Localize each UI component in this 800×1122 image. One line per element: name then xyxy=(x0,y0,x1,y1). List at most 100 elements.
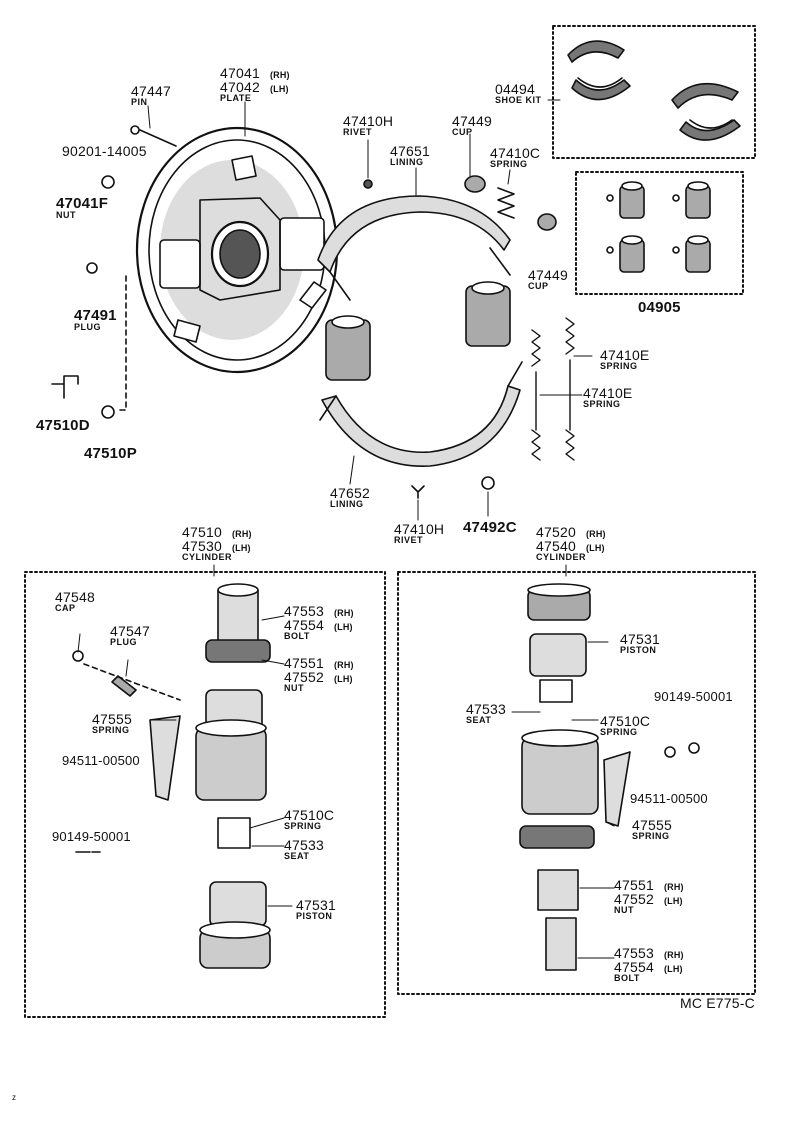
part-number: 47410E xyxy=(583,385,633,401)
right-cylinder-exploded xyxy=(519,583,700,971)
leader-lines xyxy=(77,99,615,959)
label-part-47492c: 47492C xyxy=(463,519,517,536)
label-shoe-kit: 04494 SHOE KIT xyxy=(495,82,542,105)
backing-plate-drawing xyxy=(130,125,339,374)
label-bolt-90201: 90201-14005 xyxy=(62,143,147,159)
cup-kit-box xyxy=(575,171,744,295)
part-desc: BOLT xyxy=(614,973,640,983)
part-number: 47491 xyxy=(74,307,117,324)
label-nut-47041f: 47041F NUT xyxy=(56,196,108,220)
part-number: 47531 xyxy=(620,631,660,647)
label-l-plug: 47547 PLUG xyxy=(110,624,150,647)
part-number-rh: 47553(RH) xyxy=(284,603,354,619)
label-bolt-47510d: 47510D xyxy=(36,417,90,434)
cup-kit-drawing xyxy=(606,181,711,273)
label-kit-04905: 04905 xyxy=(638,299,681,316)
label-l-bolt: 47553(RH) 47554(LH) BOLT xyxy=(284,604,354,641)
part-number: 47510C xyxy=(600,713,651,729)
corner-mark: z xyxy=(12,1093,16,1102)
part-desc: RIVET xyxy=(394,535,424,545)
part-desc: PIN xyxy=(131,97,148,107)
top-spring-parts xyxy=(51,175,557,499)
part-desc: PLUG xyxy=(110,637,138,647)
part-desc: RIVET xyxy=(343,127,373,137)
part-number: 47449 xyxy=(452,113,492,129)
label-part-47510p: 47510P xyxy=(84,445,137,462)
part-number-rh: 47510(RH) xyxy=(182,524,252,540)
label-l-washer: 94511-00500 xyxy=(62,753,140,768)
part-desc: PISTON xyxy=(620,645,657,655)
left-cylinder-exploded xyxy=(72,583,271,969)
label-l-cap: 47548 CAP xyxy=(55,590,95,613)
part-desc: SPRING xyxy=(583,399,621,409)
part-number: 47410C xyxy=(490,145,541,161)
label-lining-bottom: 47652 LINING xyxy=(330,486,370,509)
label-pin-47447: 47447 PIN xyxy=(131,84,171,107)
label-spring-47410e-1: 47410E SPRING xyxy=(600,348,649,371)
label-r-seat: 47533 SEAT xyxy=(466,702,506,725)
part-number: 47547 xyxy=(110,623,150,639)
part-number-lh: 47042(LH) xyxy=(220,79,289,95)
part-number: 47449 xyxy=(528,267,568,283)
label-spring-47410e-2: 47410E SPRING xyxy=(583,386,632,409)
part-desc: CAP xyxy=(55,603,76,613)
part-number: 47555 xyxy=(632,817,672,833)
label-spring-47410c-top: 47410C SPRING xyxy=(490,146,540,169)
label-l-nut: 47551(RH) 47552(LH) NUT xyxy=(284,656,354,693)
label-l-seat: 47533 SEAT xyxy=(284,838,324,861)
part-number: 47651 xyxy=(390,143,430,159)
part-desc: SPRING xyxy=(92,725,130,735)
label-l-screw: 90149-50001 xyxy=(52,829,131,844)
label-lining-top: 47651 LINING xyxy=(390,144,430,167)
label-cylinder-left: 47510(RH) 47530(LH) CYLINDER xyxy=(182,525,252,562)
shoe-kit-drawing xyxy=(567,40,741,141)
part-number-rh: 47553(RH) xyxy=(614,945,684,961)
label-r-spring2: 47555 SPRING xyxy=(632,818,672,841)
part-desc: PLUG xyxy=(74,322,102,332)
part-number: 47548 xyxy=(55,589,95,605)
part-number-rh: 47551(RH) xyxy=(284,655,354,671)
label-cup-right: 47449 CUP xyxy=(528,268,568,291)
part-desc: LINING xyxy=(390,157,424,167)
part-number: 47533 xyxy=(284,837,324,853)
label-r-nut: 47551(RH) 47552(LH) NUT xyxy=(614,878,684,915)
part-number: 47555 xyxy=(92,711,132,727)
label-l-spring2: 47510C SPRING xyxy=(284,808,334,831)
part-number-lh: 47552(LH) xyxy=(284,669,353,685)
brake-shoes-drawing xyxy=(317,195,523,467)
part-number: 47652 xyxy=(330,485,370,501)
part-desc: PLATE xyxy=(220,93,252,103)
part-number: 47531 xyxy=(296,897,336,913)
part-desc: SEAT xyxy=(284,851,310,861)
assembly-cylinders xyxy=(325,281,511,381)
part-desc: LINING xyxy=(330,499,364,509)
left-cylinder-box xyxy=(24,571,386,1018)
diagram-code: MC E775-C xyxy=(680,995,755,1011)
part-desc: CYLINDER xyxy=(536,552,587,562)
part-desc: SPRING xyxy=(600,361,638,371)
label-plate: 47041(RH) 47042(LH) PLATE xyxy=(220,66,290,103)
part-desc: SPRING xyxy=(600,727,638,737)
label-l-piston: 47531 PISTON xyxy=(296,898,336,921)
part-desc: NUT xyxy=(56,210,76,220)
part-number: 47410E xyxy=(600,347,650,363)
part-number: 47410H xyxy=(343,113,394,129)
label-cup-top: 47449 CUP xyxy=(452,114,492,137)
part-number-rh: 47520(RH) xyxy=(536,524,606,540)
label-plug-47491: 47491 PLUG xyxy=(74,308,117,332)
part-number: 04494 xyxy=(495,81,535,97)
right-cylinder-box xyxy=(397,571,756,995)
part-desc: NUT xyxy=(614,905,634,915)
label-rivet-bottom: 47410H RIVET xyxy=(394,522,444,545)
label-r-piston: 47531 PISTON xyxy=(620,632,660,655)
part-desc: SPRING xyxy=(284,821,322,831)
part-number: 47533 xyxy=(466,701,506,717)
part-number: 47510C xyxy=(284,807,335,823)
part-number-lh: 47554(LH) xyxy=(614,959,683,975)
return-springs xyxy=(531,317,575,461)
part-desc: BOLT xyxy=(284,631,310,641)
label-l-spring: 47555 SPRING xyxy=(92,712,132,735)
part-desc: CUP xyxy=(528,281,549,291)
